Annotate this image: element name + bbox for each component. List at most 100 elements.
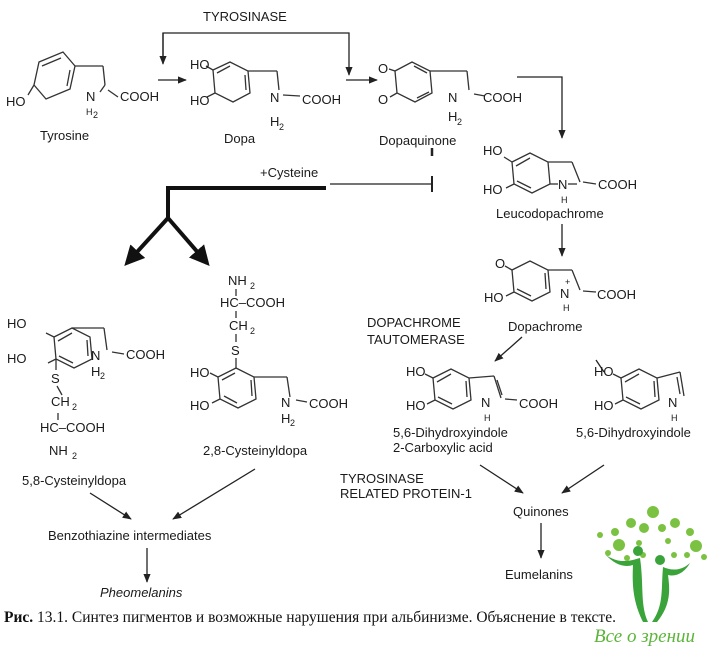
compound-tyrosine-label: Tyrosine	[40, 128, 89, 143]
compound-dhica-label-line2: 2-Carboxylic acid	[393, 440, 493, 455]
compound-28-cysteinyldopa-label: 2,8-Cysteinyldopa	[203, 443, 308, 458]
arrow-branch-to-58-cysteinyldopa	[124, 216, 170, 266]
svg-text:2: 2	[250, 281, 255, 291]
svg-text:CH: CH	[229, 318, 248, 333]
svg-text:HO: HO	[7, 316, 27, 331]
compound-dopachrome-label: Dopachrome	[508, 319, 582, 334]
svg-text:O: O	[378, 92, 388, 107]
svg-text:O: O	[495, 256, 505, 271]
svg-text:COOH: COOH	[597, 287, 636, 302]
compound-benzothiazine-label: Benzothiazine intermediates	[48, 528, 212, 543]
svg-text:H: H	[671, 413, 678, 423]
svg-text:H: H	[270, 114, 279, 129]
dhi-structure: HO HO N H	[594, 364, 685, 423]
watermark-logo: Все о зрении	[594, 506, 707, 647]
svg-text:H: H	[448, 109, 457, 124]
watermark-text: Все о зрении	[594, 626, 695, 647]
enzyme-trp1-line2: RELATED PROTEIN-1	[340, 486, 472, 501]
svg-text:HO: HO	[406, 364, 426, 379]
tyrosine-structure: HO N H 2 COOH	[6, 51, 159, 120]
figure-caption-label: Рис.	[4, 609, 34, 626]
enzyme-dopachrome-tautomerase-line2: TAUTOMERASE	[367, 332, 465, 347]
tree-people-icon	[606, 546, 690, 622]
enzyme-dopachrome-tautomerase-line1: DOPACHROME	[367, 315, 461, 330]
reagent-cysteine-label: +Cysteine	[260, 165, 318, 180]
figure-caption: Рис. 13.1. Синтез пигментов и возможные …	[4, 609, 720, 626]
svg-text:COOH: COOH	[302, 92, 341, 107]
svg-text:2: 2	[279, 122, 284, 132]
arrow-58-to-benzothiazine	[89, 492, 132, 520]
dopa-structure: HO HO N H 2 COOH	[190, 57, 341, 132]
compound-pheomelanins-label: Pheomelanins	[100, 585, 183, 600]
svg-text:H: H	[86, 107, 93, 117]
svg-text:HC–COOH: HC–COOH	[220, 295, 285, 310]
compound-58-cysteinyldopa-label: 5,8-Cysteinyldopa	[22, 473, 127, 488]
leucodopachrome-structure: HO HO N H COOH	[483, 143, 637, 205]
compound-dopaquinone-label: Dopaquinone	[379, 133, 456, 148]
svg-text:HO: HO	[406, 398, 426, 413]
svg-text:HO: HO	[7, 351, 27, 366]
dopachrome-structure: O HO N + H COOH	[484, 256, 636, 313]
svg-text:COOH: COOH	[483, 90, 522, 105]
compound-leucodopachrome-label: Leucodopachrome	[496, 206, 604, 221]
svg-text:HO: HO	[594, 364, 614, 379]
compound-dhi-label: 5,6-Dihydroxyindole	[576, 425, 691, 440]
svg-text:S: S	[231, 343, 240, 358]
dopaquinone-structure: O O N H 2 COOH	[378, 61, 522, 127]
dopachrome-to-dhi-line	[595, 359, 605, 373]
enzyme-trp1-line1: TYROSINASE	[340, 471, 424, 486]
svg-text:N: N	[481, 395, 490, 410]
svg-text:N: N	[86, 89, 95, 104]
svg-text:NH: NH	[49, 443, 68, 458]
enzyme-tyrosinase-label: TYROSINASE	[203, 9, 287, 24]
svg-text:CH: CH	[51, 394, 70, 409]
arrow-dhica-to-quinones	[479, 464, 524, 494]
cysteine-branch-bar	[166, 186, 326, 218]
svg-text:O: O	[378, 61, 388, 76]
svg-text:HO: HO	[484, 290, 504, 305]
svg-text:2: 2	[93, 110, 98, 120]
svg-text:2: 2	[100, 371, 105, 381]
figure-caption-text: 13.1. Синтез пигментов и возможные наруш…	[33, 609, 616, 626]
svg-text:N: N	[560, 286, 569, 301]
svg-text:HO: HO	[6, 94, 26, 109]
svg-text:HO: HO	[190, 93, 210, 108]
dhica-structure: HO HO N H COOH	[406, 364, 558, 423]
svg-text:H: H	[281, 411, 290, 426]
compound-dopa-label: Dopa	[224, 131, 256, 146]
arrow-dopachrome-to-dhica	[494, 336, 523, 362]
cysteinyldopa-58-structure: HO HO N H 2 COOH S CH 2 HC–COOH NH 2	[7, 316, 165, 461]
svg-text:COOH: COOH	[598, 177, 637, 192]
svg-text:HO: HO	[483, 182, 503, 197]
svg-text:2: 2	[72, 402, 77, 412]
svg-text:N: N	[281, 395, 290, 410]
svg-text:COOH: COOH	[126, 347, 165, 362]
svg-text:2: 2	[290, 418, 295, 428]
svg-text:H: H	[484, 413, 491, 423]
svg-text:N: N	[448, 90, 457, 105]
svg-text:HO: HO	[190, 365, 210, 380]
tree-leaf-icon	[597, 506, 707, 561]
svg-text:COOH: COOH	[309, 396, 348, 411]
arrow-28-to-benzothiazine	[172, 468, 256, 520]
svg-text:N: N	[270, 90, 279, 105]
svg-text:2: 2	[72, 451, 77, 461]
compound-dhica-label-line1: 5,6-Dihydroxyindole	[393, 425, 508, 440]
svg-text:COOH: COOH	[120, 89, 159, 104]
arrow-dhi-to-quinones	[561, 464, 605, 494]
svg-text:N: N	[91, 348, 100, 363]
compound-eumelanins-label: Eumelanins	[505, 567, 573, 582]
svg-text:N: N	[558, 177, 567, 192]
svg-text:H: H	[563, 303, 570, 313]
svg-text:HO: HO	[190, 57, 210, 72]
svg-text:HO: HO	[594, 398, 614, 413]
svg-text:NH: NH	[228, 273, 247, 288]
svg-text:N: N	[668, 395, 677, 410]
svg-text:HO: HO	[190, 398, 210, 413]
svg-text:H: H	[561, 195, 568, 205]
svg-text:2: 2	[457, 117, 462, 127]
arrow-branch-to-28-cysteinyldopa	[166, 216, 210, 267]
svg-text:HO: HO	[483, 143, 503, 158]
compound-quinones-label: Quinones	[513, 504, 569, 519]
